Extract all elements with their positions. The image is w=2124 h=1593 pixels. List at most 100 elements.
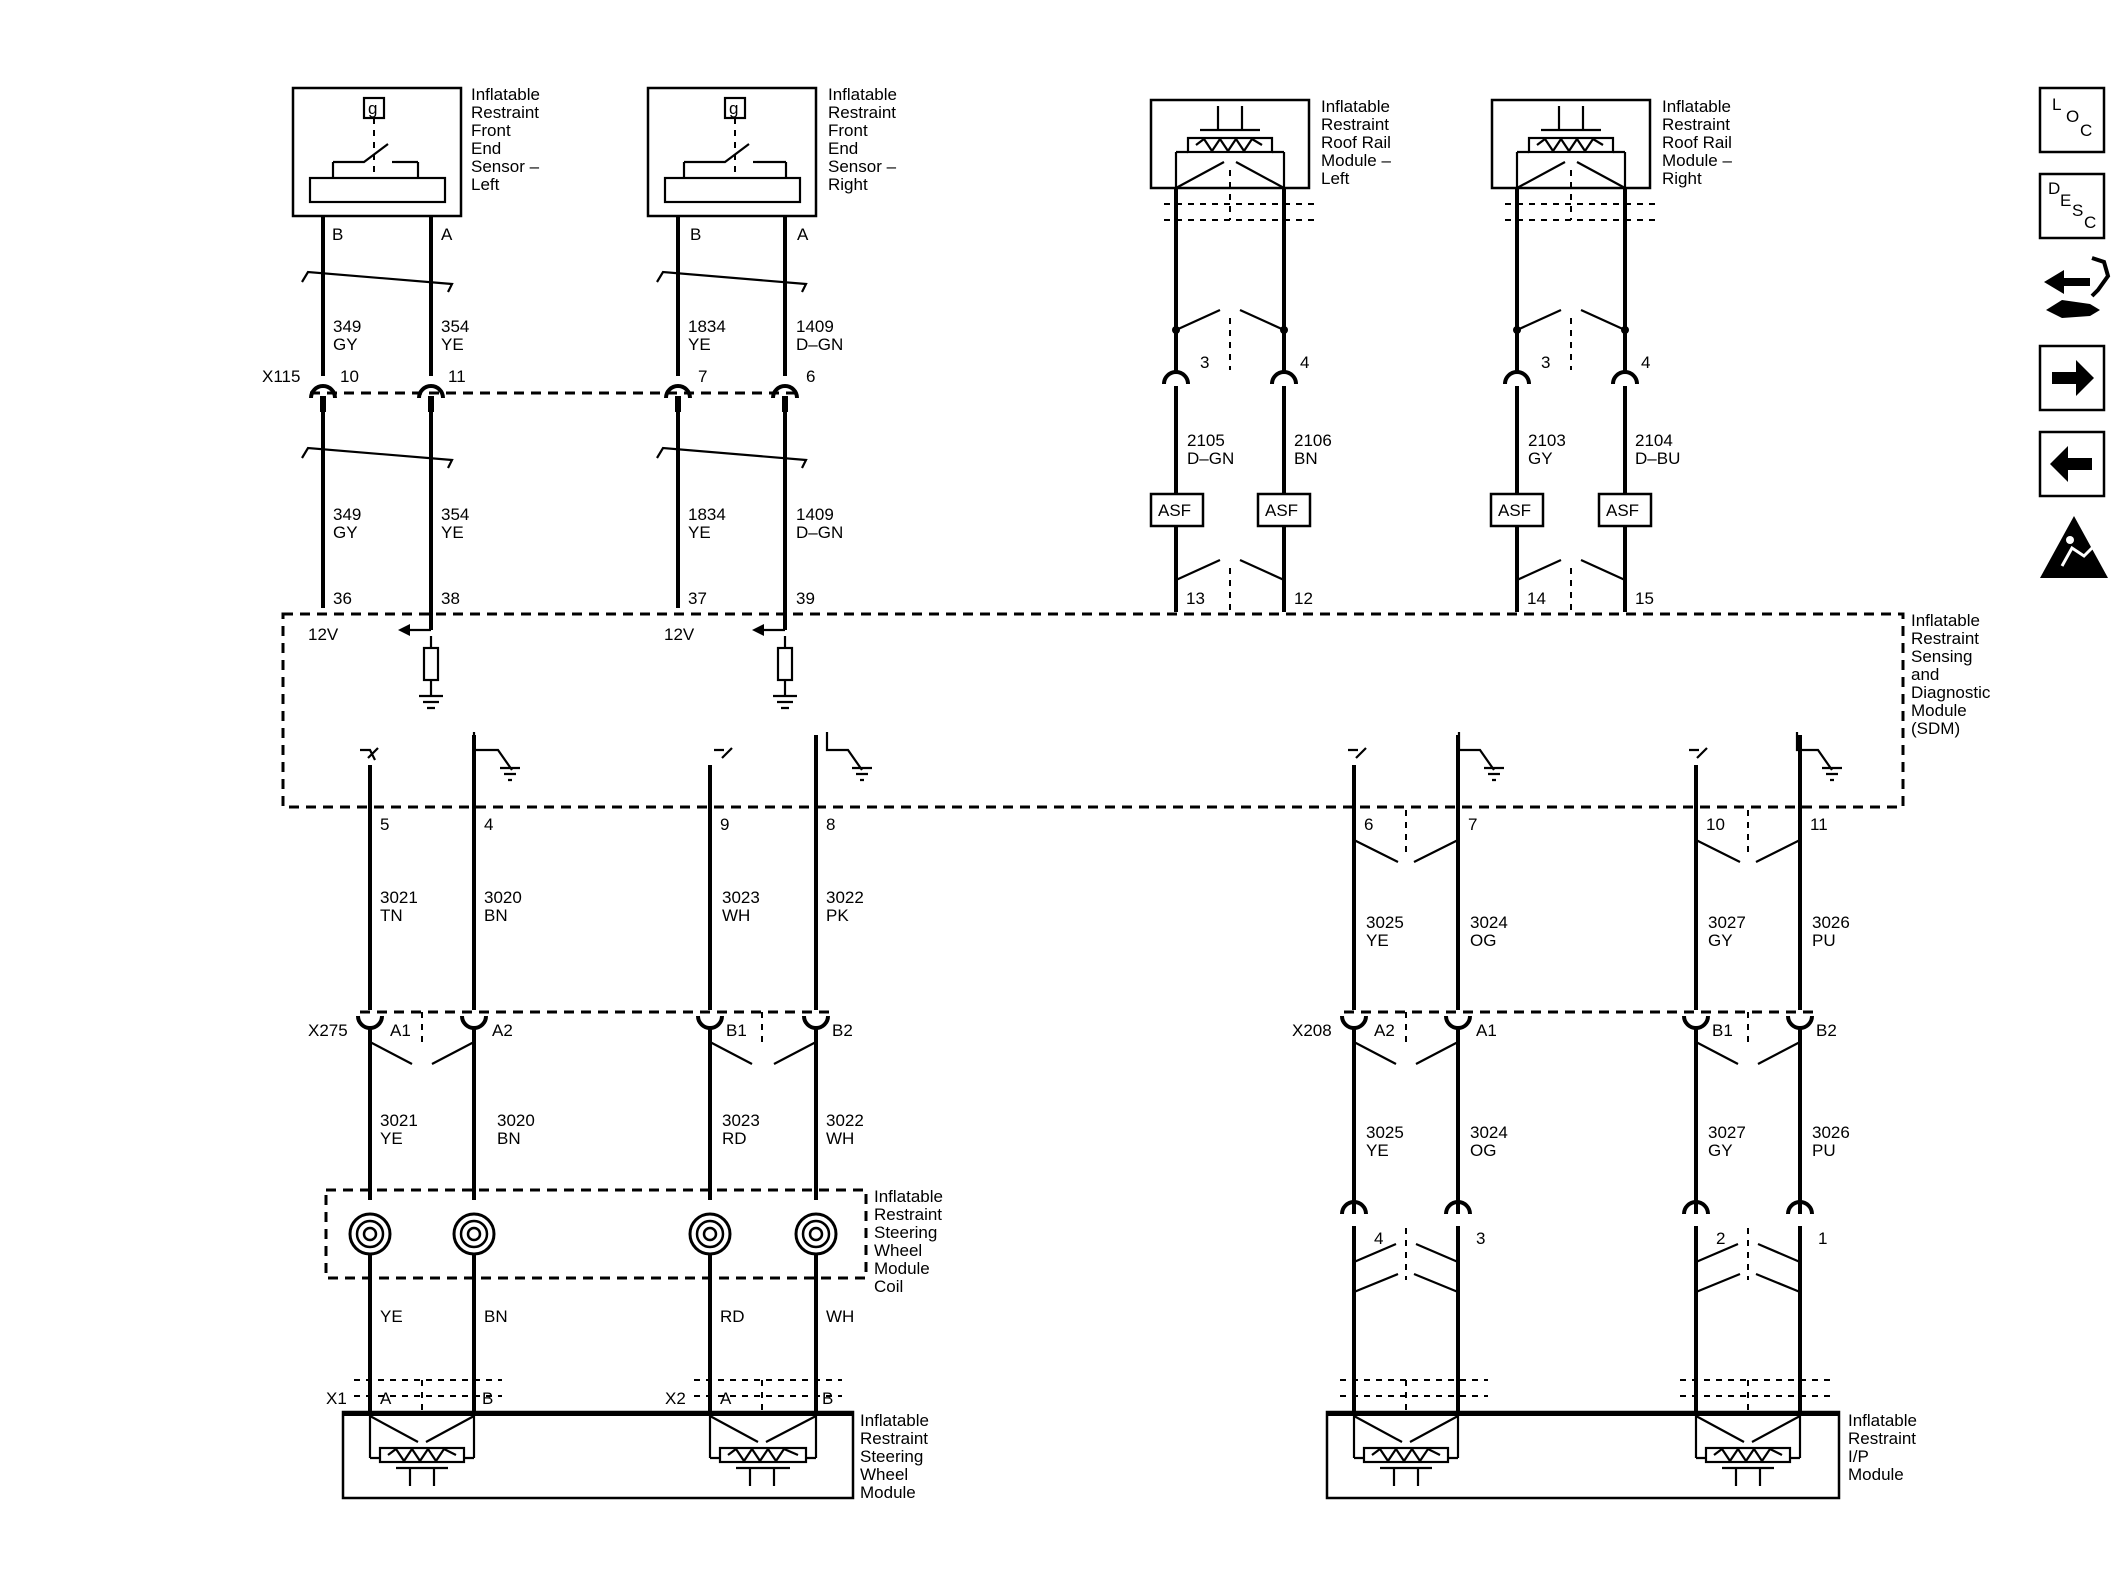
sdm-label-7: (SDM): [1911, 719, 1960, 738]
wire-1409b-color: D–GN: [796, 523, 843, 542]
pin-fes-l-a: A: [441, 225, 453, 244]
sdm-label-2: Restraint: [1911, 629, 1979, 648]
ipm-label-2: Restraint: [1848, 1429, 1916, 1448]
coil-spiral-1: [348, 1212, 392, 1256]
asf-2: ASF: [1265, 501, 1298, 520]
pin-x115-6: 6: [806, 367, 815, 386]
steering-wheel-coil: Inflatable Restraint Steering Wheel Modu…: [324, 1187, 943, 1415]
pin-ipm-3: 3: [1476, 1229, 1485, 1248]
pin-sdm-36: 36: [333, 589, 352, 608]
coil-label-4: Wheel: [874, 1241, 922, 1260]
wire-3024b-num: 3024: [1470, 1123, 1508, 1142]
supply-12v-left: 12V: [308, 625, 339, 644]
pin-rrm-l-4: 4: [1300, 353, 1309, 372]
roof-rail-module-left: Inflatable Restraint Roof Rail Module – …: [1149, 97, 1391, 221]
sdm-label-1: Inflatable: [1911, 611, 1980, 630]
pin-sdm-4: 4: [484, 815, 493, 834]
wire-3024a-color: OG: [1470, 931, 1496, 950]
pin-sdm-10: 10: [1706, 815, 1725, 834]
wire-354a-color: YE: [441, 335, 464, 354]
rrm-right-label-2: Restraint: [1662, 115, 1730, 134]
nav-loc-button[interactable]: L O C: [2038, 86, 2106, 154]
wire-349b-num: 349: [333, 505, 361, 524]
wire-3025a-num: 3025: [1366, 913, 1404, 932]
swm-label-2: Restraint: [860, 1429, 928, 1448]
front-end-sensor-left: g Inflatable Restraint Front End Sensor …: [291, 85, 540, 218]
wire-1409a-num: 1409: [796, 317, 834, 336]
fes-right-label-3: Front: [828, 121, 868, 140]
back-arrow-button[interactable]: [2038, 430, 2106, 498]
wire-3024b-color: OG: [1470, 1141, 1496, 1160]
wire-2106-color: BN: [1294, 449, 1318, 468]
pin-sdm-7: 7: [1468, 815, 1477, 834]
wire-1409a-color: D–GN: [796, 335, 843, 354]
wire-3026a-color: PU: [1812, 931, 1836, 950]
fes-right-label-5: Sensor –: [828, 157, 897, 176]
swm-label-4: Wheel: [860, 1465, 908, 1484]
coil-label-2: Restraint: [874, 1205, 942, 1224]
sensor-symbol-left: g: [368, 99, 377, 118]
nav-desc-d: D: [2048, 179, 2060, 198]
asf-4: ASF: [1606, 501, 1639, 520]
steering-wheel-module: Inflatable Restraint Steering Wheel Modu…: [341, 1379, 929, 1502]
wire-3021a-num: 3021: [380, 888, 418, 907]
wire-1834a-color: YE: [688, 335, 711, 354]
nav-desc-e: E: [2060, 191, 2071, 210]
wire-3022a-num: 3022: [826, 888, 864, 907]
wire-3024a-num: 3024: [1470, 913, 1508, 932]
wire-1834b-num: 1834: [688, 505, 726, 524]
forward-arrow-button[interactable]: [2038, 344, 2106, 412]
wire-3026b-color: PU: [1812, 1141, 1836, 1160]
wire-2105-num: 2105: [1187, 431, 1225, 450]
ipm-label-3: I/P: [1848, 1447, 1869, 1466]
wire-2104-color: D–BU: [1635, 449, 1680, 468]
pin-rrm-r-3: 3: [1541, 353, 1550, 372]
wire-2103-color: GY: [1528, 449, 1553, 468]
pin-sdm-5: 5: [380, 815, 389, 834]
pin-sdm-11: 11: [1810, 815, 1828, 834]
wire-3027a-color: GY: [1708, 931, 1733, 950]
asf-3: ASF: [1498, 501, 1531, 520]
wire-2105-color: D–GN: [1187, 449, 1234, 468]
pin-sdm-6: 6: [1364, 815, 1373, 834]
connector-swap-icon[interactable]: [2044, 256, 2111, 318]
ipm-label-1: Inflatable: [1848, 1411, 1917, 1430]
wire-2104-num: 2104: [1635, 431, 1673, 450]
wire-3022b-color: WH: [826, 1129, 854, 1148]
fes-left-label-1: Inflatable: [471, 85, 540, 104]
coil-spiral-4: [794, 1212, 838, 1256]
rrm-right-label-4: Module –: [1662, 151, 1732, 170]
wire-3027b-num: 3027: [1708, 1123, 1746, 1142]
coil-spiral-2: [452, 1212, 496, 1256]
wire-3022a-color: PK: [826, 906, 849, 925]
supply-12v-right: 12V: [664, 625, 695, 644]
coil-label-1: Inflatable: [874, 1187, 943, 1206]
wire-3021a-color: TN: [380, 906, 403, 925]
wire-349a-num: 349: [333, 317, 361, 336]
wire-3020a-color: BN: [484, 906, 508, 925]
pin-x208-b2: B2: [1816, 1021, 1837, 1040]
sensor-symbol-right: g: [729, 99, 738, 118]
wire-3020a-num: 3020: [484, 888, 522, 907]
pin-x1-a: A: [380, 1389, 392, 1408]
wire-3021b-color: YE: [380, 1129, 403, 1148]
coil-wire-wh: WH: [826, 1307, 854, 1326]
wire-3023b-num: 3023: [722, 1111, 760, 1130]
pin-x208-a1: A1: [1476, 1021, 1497, 1040]
nav-desc-s: S: [2072, 201, 2083, 220]
nav-desc-button[interactable]: D E S C: [2038, 172, 2106, 240]
coil-wire-bn: BN: [484, 1307, 508, 1326]
nav-loc-o: O: [2066, 107, 2079, 126]
arrow-right-icon: [2052, 360, 2094, 396]
roof-rail-wires: [1149, 188, 1653, 612]
connector-x115: [309, 384, 800, 412]
fes-right-label-4: End: [828, 139, 858, 158]
wire-1409b-num: 1409: [796, 505, 834, 524]
coil-wire-ye: YE: [380, 1307, 403, 1326]
pin-sdm-37: 37: [688, 589, 707, 608]
wire-1834a-num: 1834: [688, 317, 726, 336]
coil-label-5: Module: [874, 1259, 930, 1278]
wire-3025b-num: 3025: [1366, 1123, 1404, 1142]
wire-354b-num: 354: [441, 505, 469, 524]
